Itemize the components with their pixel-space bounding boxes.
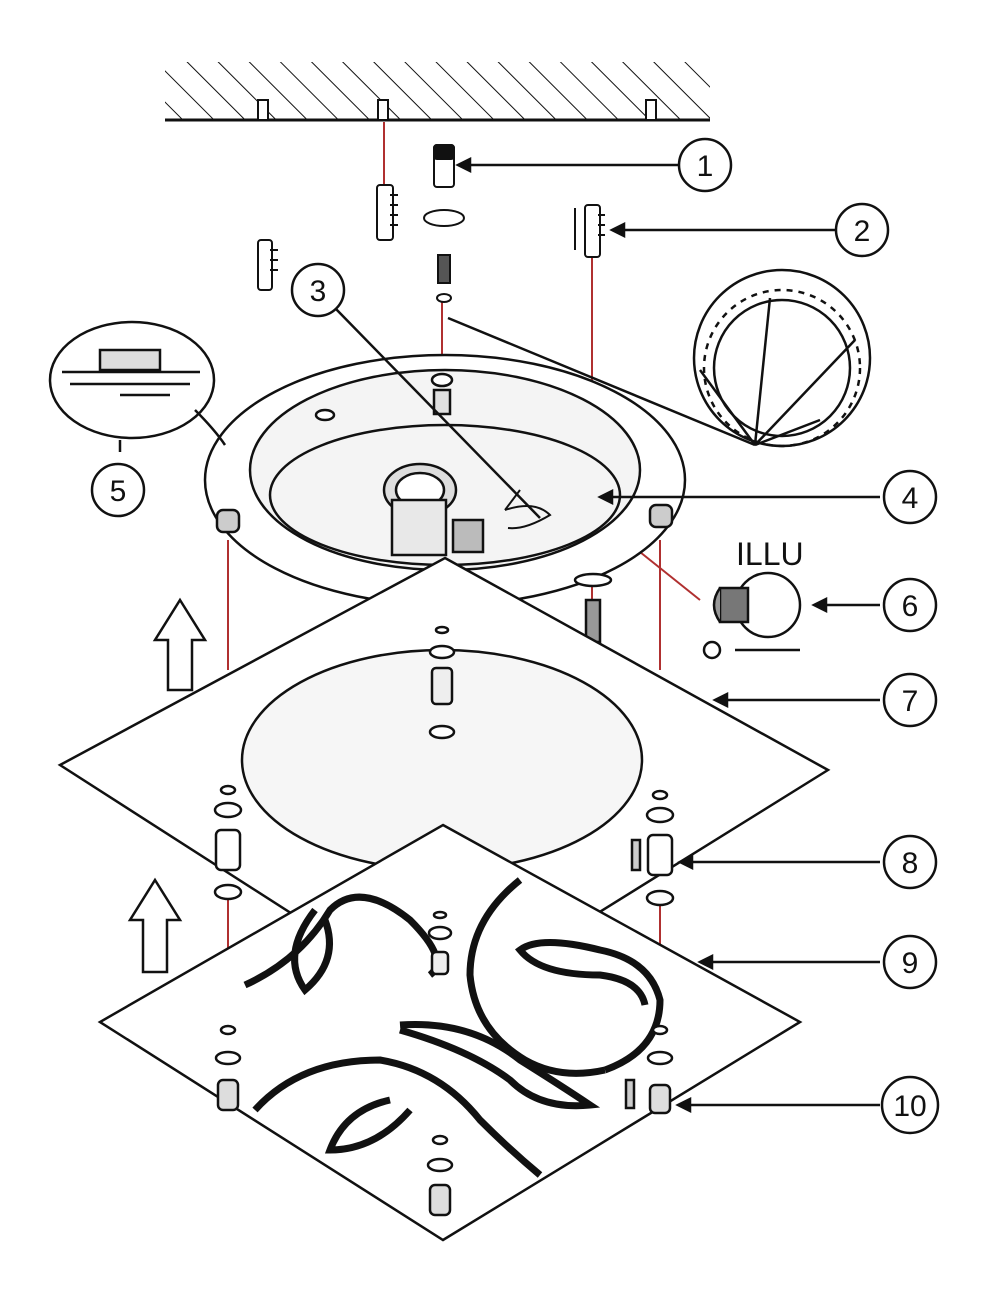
callout-1: 1 xyxy=(677,137,733,193)
callout-label: 8 xyxy=(902,847,919,880)
callout-7: 7 xyxy=(882,672,938,728)
callout-label: 4 xyxy=(902,482,919,515)
callout-label: 3 xyxy=(310,275,327,308)
up-arrow-icon xyxy=(127,877,183,974)
callout-label: 2 xyxy=(854,215,871,248)
ceiling-anchors xyxy=(257,184,605,291)
diffuser-plate xyxy=(57,556,831,1012)
callout-label: 6 xyxy=(902,590,919,623)
callout-5: 5 xyxy=(90,462,146,518)
ceiling xyxy=(165,62,710,122)
light-bulb-icon xyxy=(702,571,802,660)
callout-4: 4 xyxy=(882,469,938,525)
callout-label: 7 xyxy=(902,685,919,718)
up-arrow-icon xyxy=(152,597,208,692)
callout-10: 10 xyxy=(880,1075,940,1135)
callout-label: 5 xyxy=(110,475,127,508)
connector-detail xyxy=(48,320,227,452)
finials xyxy=(214,1024,674,1217)
decor-plate xyxy=(97,823,803,1242)
callout-6: 6 xyxy=(882,577,938,633)
ring-detail xyxy=(447,268,872,448)
callout-label: 9 xyxy=(902,947,919,980)
callout-2: 2 xyxy=(834,202,890,258)
callout-9: 9 xyxy=(882,934,938,990)
callout-label: 1 xyxy=(697,150,714,183)
callout-8: 8 xyxy=(882,834,938,890)
leader-lines xyxy=(334,156,880,1114)
spacers xyxy=(213,784,675,907)
bulb-label: ILLU xyxy=(736,536,804,572)
callout-label: 10 xyxy=(893,1090,926,1123)
callout-3: 3 xyxy=(290,262,346,318)
central-rod xyxy=(423,144,465,303)
